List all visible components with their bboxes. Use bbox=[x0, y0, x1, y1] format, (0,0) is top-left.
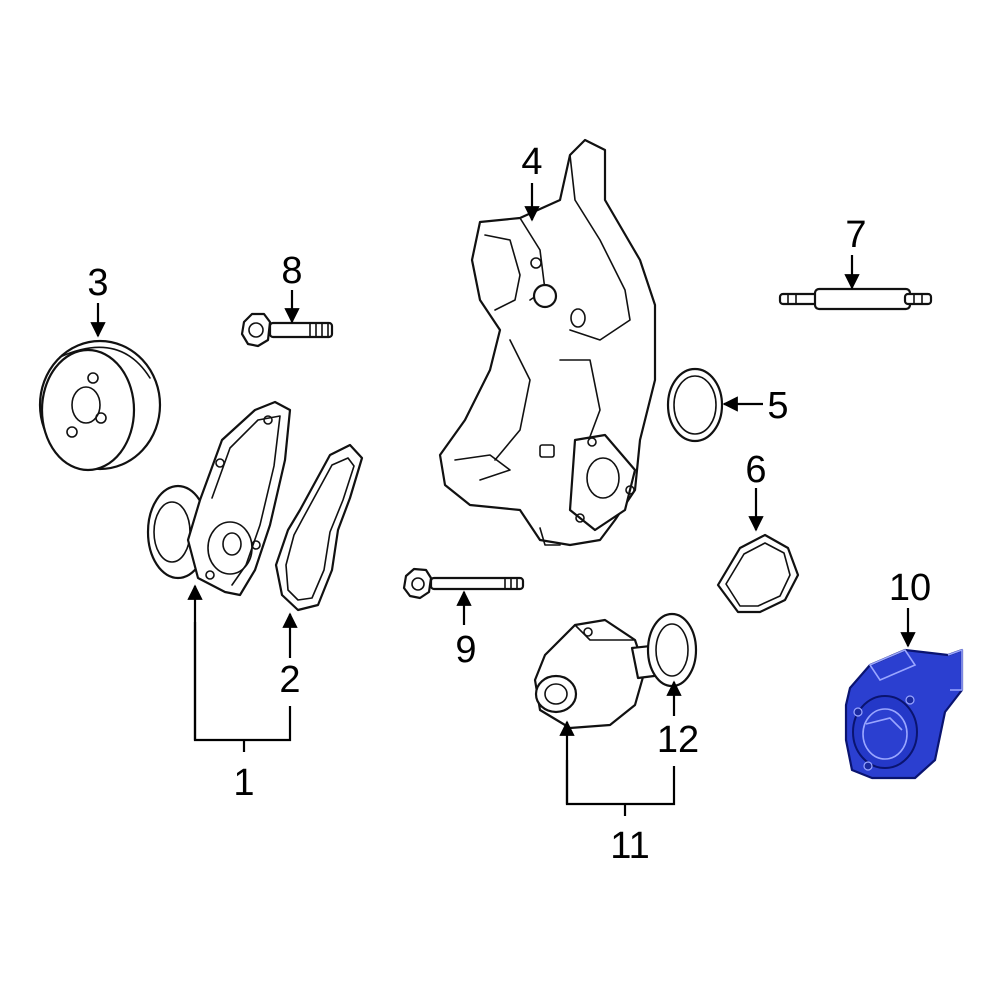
callout-4: 4 bbox=[521, 141, 542, 183]
part-10-coolant-outlet[interactable] bbox=[844, 648, 964, 780]
callout-12: 12 bbox=[657, 719, 699, 761]
part-3-pulley[interactable] bbox=[38, 339, 162, 472]
callout-1: 1 bbox=[233, 762, 254, 804]
part-6-belt[interactable] bbox=[716, 533, 800, 614]
callout-9: 9 bbox=[455, 629, 476, 671]
callout-8: 8 bbox=[281, 250, 302, 292]
callout-6: 6 bbox=[745, 449, 766, 491]
callout-11: 11 bbox=[610, 825, 649, 867]
callout-3: 3 bbox=[87, 262, 108, 304]
part-5-o-ring[interactable] bbox=[666, 367, 724, 443]
part-7-stud[interactable] bbox=[778, 287, 933, 311]
part-8-bolt[interactable] bbox=[240, 312, 334, 348]
part-4-bracket[interactable] bbox=[438, 138, 657, 547]
callout-5: 5 bbox=[767, 385, 788, 427]
callout-10: 10 bbox=[889, 567, 931, 609]
callout-labels: 3 8 4 5 6 7 9 10 2 12 1 11 bbox=[87, 141, 931, 867]
part-2-gasket[interactable] bbox=[274, 443, 364, 612]
part-9-bolt[interactable] bbox=[402, 567, 525, 600]
part-1-water-pump[interactable] bbox=[146, 400, 292, 597]
leader-lines bbox=[90, 183, 916, 816]
callout-7: 7 bbox=[845, 214, 866, 256]
part-12-thermostat[interactable] bbox=[646, 612, 698, 688]
part-11-thermostat-housing[interactable] bbox=[533, 618, 664, 730]
callout-2: 2 bbox=[279, 659, 300, 701]
